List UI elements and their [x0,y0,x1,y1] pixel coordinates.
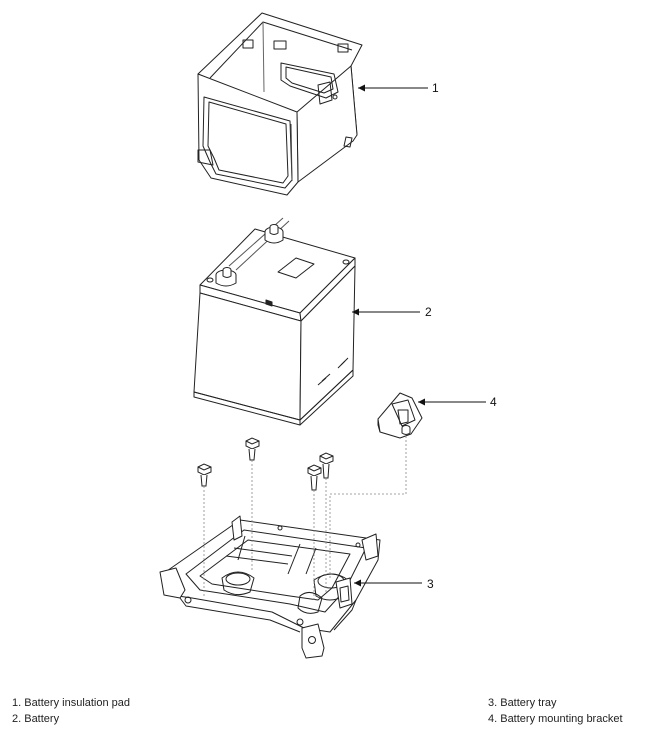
callout-arrows [352,84,486,587]
battery [193,217,356,426]
exploded-diagram [159,12,486,659]
legend-item-battery-insulation-pad: 1. Battery insulation pad [12,697,131,709]
bolt [245,437,260,461]
legend-left: 1. Battery insulation pad 2. Battery [12,695,130,727]
callout-label-4: 4 [490,395,497,409]
bolt [319,452,334,479]
mounting-bolts [197,437,334,491]
battery-mounting-bracket [377,392,423,439]
battery-insulation-pad [197,12,363,196]
callout-label-3: 3 [427,577,434,591]
bolt [307,464,322,491]
callout-label-1: 1 [432,81,439,95]
alignment-lines [203,436,407,600]
callout-label-2: 2 [425,305,432,319]
legend-item-battery: 2. Battery [12,713,60,725]
bolt [197,463,212,487]
legend-item-battery-mounting-bracket: 4. Battery mounting bracket [488,713,623,725]
legend-item-battery-tray: 3. Battery tray [488,697,557,709]
battery-tray [159,515,381,659]
legend-right: 3. Battery tray 4. Battery mounting brac… [488,695,623,727]
